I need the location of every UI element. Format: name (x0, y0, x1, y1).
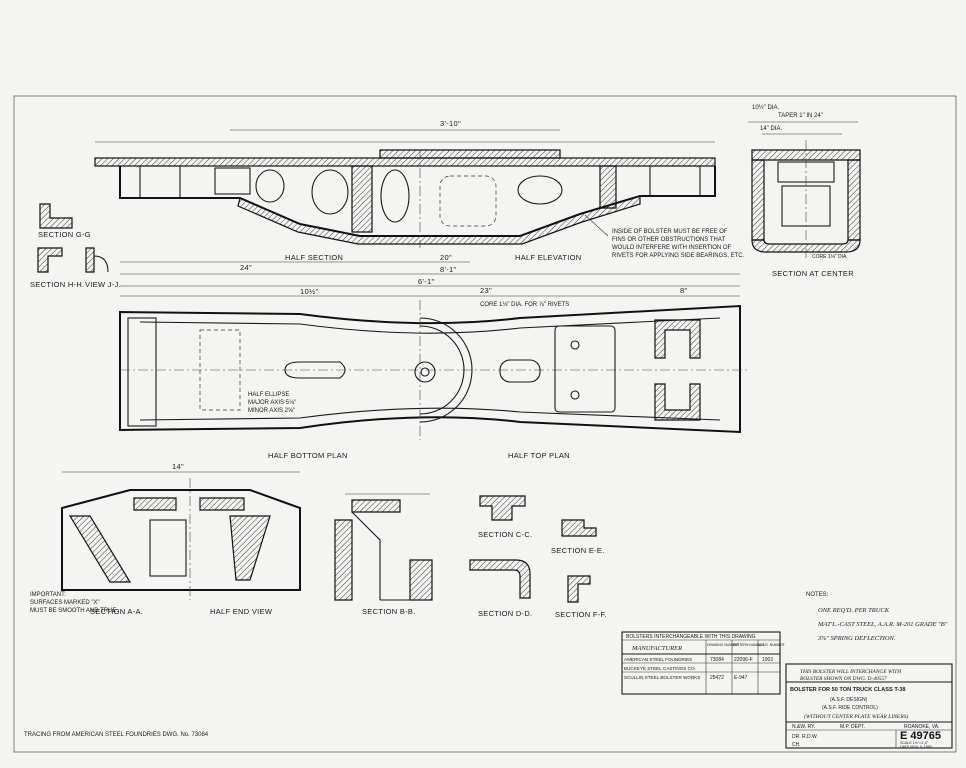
svg-text:SURFACES MARKED "X": SURFACES MARKED "X" (30, 600, 100, 606)
notes: NOTES: ONE REQ'D. PER TRUCK MAT'L.-CAST … (806, 592, 948, 642)
notes-heading: NOTES: (806, 592, 829, 598)
sheet-border (13, 95, 957, 753)
svg-text:MUST BE SMOOTH AND TRUE.: MUST BE SMOOTH AND TRUE. (30, 608, 118, 614)
title-block: THIS BOLSTER WILL INTERCHANGE WITH BOLST… (785, 663, 953, 749)
svg-text:22096-F: 22096-F (734, 657, 753, 663)
label-section-b: SECTION B-B. (362, 607, 416, 616)
label-half-section: HALF SECTION (285, 253, 343, 262)
interchange-note-2: BOLSTER SHOWN ON DWG. D-40557 (800, 676, 887, 682)
col-drawing: DRAWING NUMBER (707, 643, 739, 647)
dim-6-1: 6'-1" (418, 277, 434, 286)
label-section-d: SECTION D-D. (478, 609, 532, 618)
drawing-number: E 49765 (900, 730, 941, 742)
interchange-note-1: THIS BOLSTER WILL INTERCHANGE WITH (800, 669, 902, 675)
section-at-center-view: 10½" DIA. TAPER 1" IN 24" 14" DIA. CORE … (748, 104, 861, 278)
department: M.P. DEPT. (840, 724, 865, 730)
dim-24: 24" (240, 263, 252, 272)
svg-text:25472: 25472 (710, 675, 724, 681)
dim-8: 8" (680, 286, 687, 295)
label-section-h: SECTION H-H. (30, 280, 84, 289)
label-section-c: SECTION C-C. (478, 530, 532, 539)
svg-text:MINOR AXIS 2⅝": MINOR AXIS 2⅝" (248, 408, 295, 414)
dim-10-half: 10½" (300, 287, 318, 296)
control-note: (A.S.F. RIDE CONTROL) (822, 705, 878, 711)
table-row: AMERICAN STEEL FOUNDRIES (624, 657, 692, 662)
svg-text:TAPER 1" IN 24": TAPER 1" IN 24" (778, 113, 823, 119)
svg-text:CORE 1⅛" DIA.: CORE 1⅛" DIA. (812, 254, 848, 260)
interchange-table: BOLSTERS INTERCHANGEABLE WITH THIS DRAWI… (621, 631, 785, 695)
svg-text:RIVETS FOR APPLYING SIDE BEARI: RIVETS FOR APPLYING SIDE BEARINGS, ETC. (612, 253, 745, 259)
svg-text:HALF ELLIPSE: HALF ELLIPSE (248, 392, 289, 398)
dim-14: 14" (172, 462, 184, 471)
svg-text:FINS OR OTHER OBSTRUCTIONS THA: FINS OR OTHER OBSTRUCTIONS THAT (612, 237, 725, 243)
note-2: MAT'L.-CAST STEEL, A.A.R. M-201 GRADE "B… (817, 621, 948, 628)
label-section-g: SECTION G-G (38, 230, 91, 239)
svg-text:14" DIA.: 14" DIA. (760, 126, 782, 132)
label-view-j: VIEW J-J. (85, 280, 121, 289)
label-half-end-view: HALF END VIEW (210, 607, 273, 616)
sections-c-d-e-f: SECTION C-C. SECTION D-D. SECTION E-E. S… (469, 495, 607, 619)
col-aar: A.A.R. NUMBER (759, 643, 785, 647)
label-half-top-plan: HALF TOP PLAN (508, 451, 570, 460)
dim-3-10: 3'-10" (440, 119, 461, 128)
svg-text:73084: 73084 (710, 657, 724, 663)
checked-by: CH. (792, 742, 801, 748)
label-half-bottom-plan: HALF BOTTOM PLAN (268, 451, 348, 460)
liners-note: (WITHOUT CENTER PLATE WEAR LINERS) (804, 713, 909, 720)
note-3: 3⅞" SPRING DEFLECTION. (817, 635, 896, 642)
tracing-note: TRACING FROM AMERICAN STEEL FOUNDRIES DW… (24, 732, 209, 738)
svg-text:10½" DIA.: 10½" DIA. (752, 104, 779, 111)
svg-text:1902: 1902 (762, 657, 773, 663)
design-note: (A.S.F. DESIGN) (830, 697, 868, 703)
table-heading: BOLSTERS INTERCHANGEABLE WITH THIS DRAWI… (626, 634, 756, 640)
dim-8-1: 8'-1" (440, 265, 456, 274)
table-row: SCULLIN STEEL BOLSTER WORKS (624, 675, 700, 680)
svg-text:WOULD INTERFERE WITH INSERTION: WOULD INTERFERE WITH INSERTION OF (612, 245, 732, 251)
scale: SCALE 1½"=1'-0" (900, 741, 929, 745)
svg-text:MAJOR AXIS 5⅛": MAJOR AXIS 5⅛" (248, 400, 296, 406)
end-view: 14" IMPORTANT: SURFACES MARKED "X" MUST … (30, 462, 301, 616)
label-section-e: SECTION E-E. (551, 546, 605, 555)
drawn-by: DR. R.D.W. (792, 734, 818, 740)
dim-20: 20" (440, 253, 452, 262)
svg-text:E-947: E-947 (734, 675, 748, 681)
plan-view: 10½" 23" 8" CORE 1⅛" DIA. FOR ⅞" RIVETS … (119, 286, 750, 460)
obstruction-note: INSIDE OF BOLSTER MUST BE FREE OF FINS O… (584, 214, 745, 259)
svg-text:INSIDE OF BOLSTER MUST BE FREE: INSIDE OF BOLSTER MUST BE FREE OF (612, 229, 728, 235)
railway-name: N.&W. RY. (792, 724, 815, 730)
note-1: ONE REQ'D. PER TRUCK (818, 607, 890, 614)
sections-g-h-j: SECTION G-G SECTION H-H. VIEW J-J. (30, 203, 121, 289)
label-section-at-center: SECTION AT CENTER (772, 269, 854, 278)
section-b-view: SECTION B-B. (334, 493, 433, 616)
table-row: BUCKEYE STEEL CASTINGS CO. (624, 666, 696, 671)
drawing-title: BOLSTER FOR 50 TON TRUCK CLASS T-38 (790, 687, 906, 693)
date: DATE NOV. 9, 1960 (900, 745, 932, 749)
label-half-elevation: HALF ELEVATION (515, 253, 581, 262)
note-core-rivets: CORE 1⅛" DIA. FOR ⅞" RIVETS (480, 302, 569, 308)
dim-23: 23" (480, 286, 492, 295)
col-manufacturer: MANUFACTURER (631, 645, 682, 652)
city: ROANOKE, VA. (904, 724, 939, 730)
label-section-f: SECTION F-F. (555, 610, 607, 619)
svg-text:IMPORTANT:: IMPORTANT: (30, 592, 66, 598)
elevation-view: 3'-10" 24" 20" 8'-1" 6'-1" HALF SECTION … (94, 119, 740, 287)
col-pattern: PATTERN NUMBER (733, 643, 765, 647)
label-section-a: SECTION A-A. (90, 607, 143, 616)
